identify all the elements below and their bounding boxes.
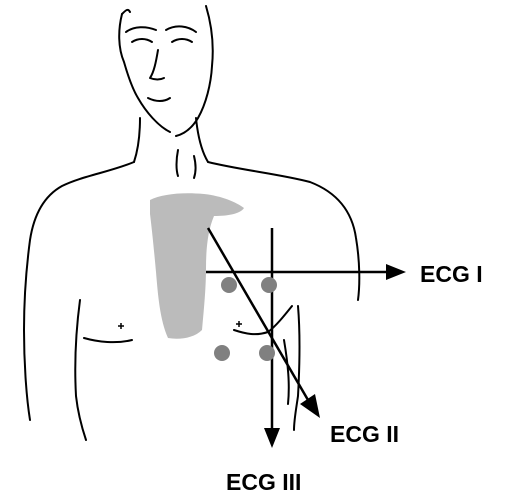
lead-3-label: ECG III xyxy=(226,469,301,495)
right-eyebrow xyxy=(166,26,196,32)
lead-arrows xyxy=(206,228,406,448)
electrode-lower-right xyxy=(259,345,275,361)
lead-3-arrowhead xyxy=(264,428,280,448)
right-eye xyxy=(172,39,192,42)
electrode-upper-left xyxy=(221,277,237,293)
left-inner-arm xyxy=(75,300,86,440)
lead-2-arrowhead xyxy=(300,394,320,418)
left-pectoral xyxy=(84,338,132,342)
lead-2-line xyxy=(208,228,308,400)
lead-1-arrowhead xyxy=(386,264,406,280)
electrodes xyxy=(214,277,277,361)
neck-notch-right xyxy=(194,156,196,178)
lead-2-label: ECG II xyxy=(330,421,399,447)
left-eye xyxy=(132,39,152,42)
left-shoulder xyxy=(24,162,134,420)
right-nipple xyxy=(236,321,242,327)
left-eyebrow xyxy=(126,27,156,32)
right-pectoral xyxy=(234,306,292,334)
right-lower-chest xyxy=(284,340,289,404)
nose xyxy=(150,50,164,80)
electrode-lower-left xyxy=(214,345,230,361)
neck-notch-left xyxy=(177,150,179,176)
right-inner-arm xyxy=(294,306,300,430)
mouth xyxy=(148,98,170,101)
lead-1-label: ECG I xyxy=(420,261,483,287)
neck-right xyxy=(196,118,208,162)
left-nipple xyxy=(118,323,124,329)
neck-left xyxy=(134,118,140,162)
hair-line xyxy=(122,10,130,14)
electrode-upper-right xyxy=(261,277,277,293)
